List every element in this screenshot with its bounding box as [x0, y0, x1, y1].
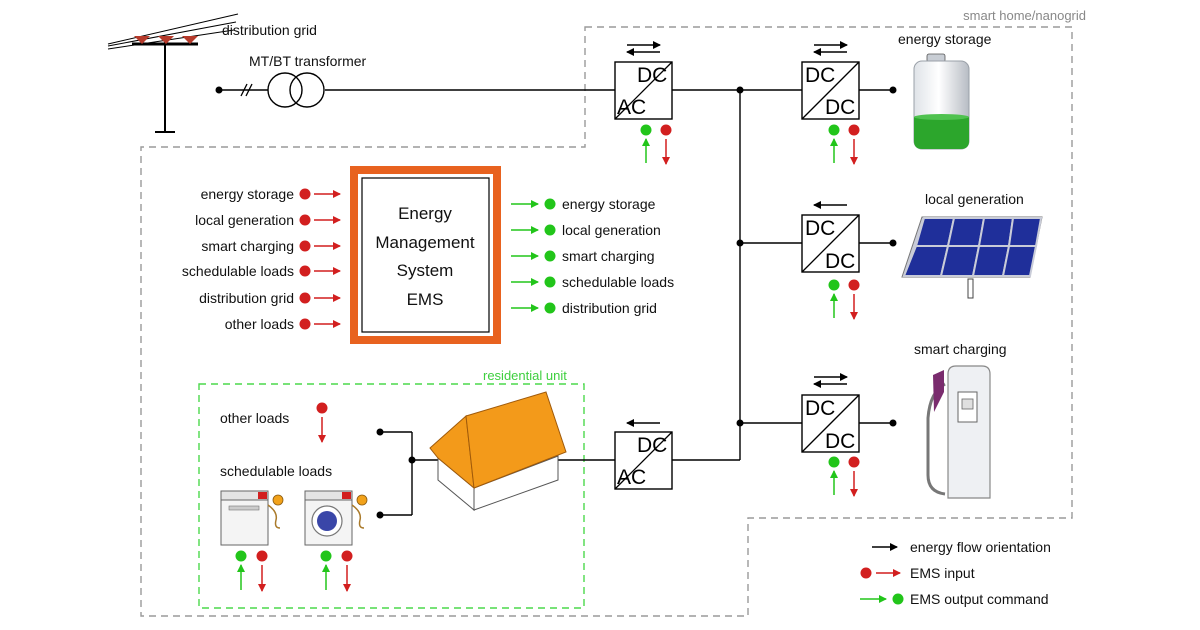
smart-home-boundary	[140, 26, 1073, 617]
signal-pair	[640, 124, 672, 165]
ems-output-label: distribution grid	[562, 300, 657, 316]
line-slash-mark	[240, 83, 253, 97]
signal-pair	[828, 279, 860, 320]
converter-charging-dc1: DC	[805, 397, 835, 420]
ems-input-label: local generation	[195, 212, 294, 228]
ems-input-label: schedulable loads	[182, 263, 294, 279]
ems-input-label: other loads	[225, 316, 294, 332]
converter-storage: DC DC	[801, 61, 860, 120]
residential-unit-title: residential unit	[483, 368, 567, 383]
ems-output-label: schedulable loads	[562, 274, 674, 290]
converter-storage-dc1: DC	[805, 64, 835, 87]
bidirectional-arrow-icon	[626, 41, 661, 56]
ems-box	[350, 166, 501, 344]
converter-generation-dc2: DC	[825, 250, 855, 273]
converter-residential-ac: AC	[617, 466, 646, 489]
schedulable-loads-label: schedulable loads	[220, 463, 332, 479]
ems-line1: Energy	[398, 204, 452, 223]
bidirectional-arrow-icon	[813, 373, 848, 388]
bidirectional-arrow-icon	[813, 41, 848, 56]
ems-line3: System	[397, 261, 454, 280]
battery-icon	[913, 53, 970, 150]
converter-grid-ac: AC	[617, 96, 646, 119]
signal-pair	[828, 124, 860, 165]
converter-charging: DC DC	[801, 394, 860, 453]
transformer-label: MT/BT transformer	[249, 53, 367, 69]
ems-outputs: energy storage local generation smart ch…	[511, 196, 674, 316]
ev-charger-icon	[926, 365, 991, 499]
other-loads-signal	[316, 402, 328, 443]
converter-signals	[640, 124, 860, 497]
smart-home-title: smart home/nanogrid	[963, 8, 1086, 23]
residential-unit-boundary	[198, 383, 585, 609]
converter-generation-dc1: DC	[805, 217, 835, 240]
house-icon	[429, 391, 567, 512]
legend-input-label: EMS input	[910, 565, 975, 581]
washing-machine-icon	[304, 490, 368, 546]
converter-residential: DC AC	[614, 431, 673, 490]
ems-inputs: energy storage local generation smart ch…	[182, 186, 341, 332]
other-loads-label: other loads	[220, 410, 289, 426]
appliance-signals	[235, 550, 353, 592]
ems-input-label: energy storage	[201, 186, 295, 202]
smart-charging-label: smart charging	[914, 341, 1007, 357]
power-lines	[219, 89, 893, 516]
energy-storage-label: energy storage	[898, 31, 992, 47]
solar-panel-icon	[901, 216, 1043, 299]
converter-storage-dc2: DC	[825, 96, 855, 119]
signal-pair	[828, 456, 860, 497]
ems-output-label: smart charging	[562, 248, 655, 264]
ems-line2: Management	[375, 233, 475, 252]
power-pole-icon	[107, 13, 239, 133]
junction-dots	[215, 86, 897, 519]
legend-output-label: EMS output command	[910, 591, 1049, 607]
ems-input-label: smart charging	[201, 238, 294, 254]
legend-flow-label: energy flow orientation	[910, 539, 1051, 555]
distribution-grid-label: distribution grid	[222, 22, 317, 38]
legend: energy flow orientation EMS input EMS ou…	[860, 539, 1051, 607]
converter-charging-dc2: DC	[825, 430, 855, 453]
converter-grid: DC AC	[614, 61, 673, 120]
local-generation-label: local generation	[925, 191, 1024, 207]
ems-output-label: energy storage	[562, 196, 656, 212]
dishwasher-icon	[220, 490, 284, 546]
converter-generation: DC DC	[801, 214, 860, 273]
ems-output-label: local generation	[562, 222, 661, 238]
ems-input-label: distribution grid	[199, 290, 294, 306]
converter-residential-dc: DC	[637, 434, 667, 457]
converter-grid-dc: DC	[637, 64, 667, 87]
ems-line4: EMS	[407, 290, 444, 309]
transformer-icon	[267, 72, 325, 108]
